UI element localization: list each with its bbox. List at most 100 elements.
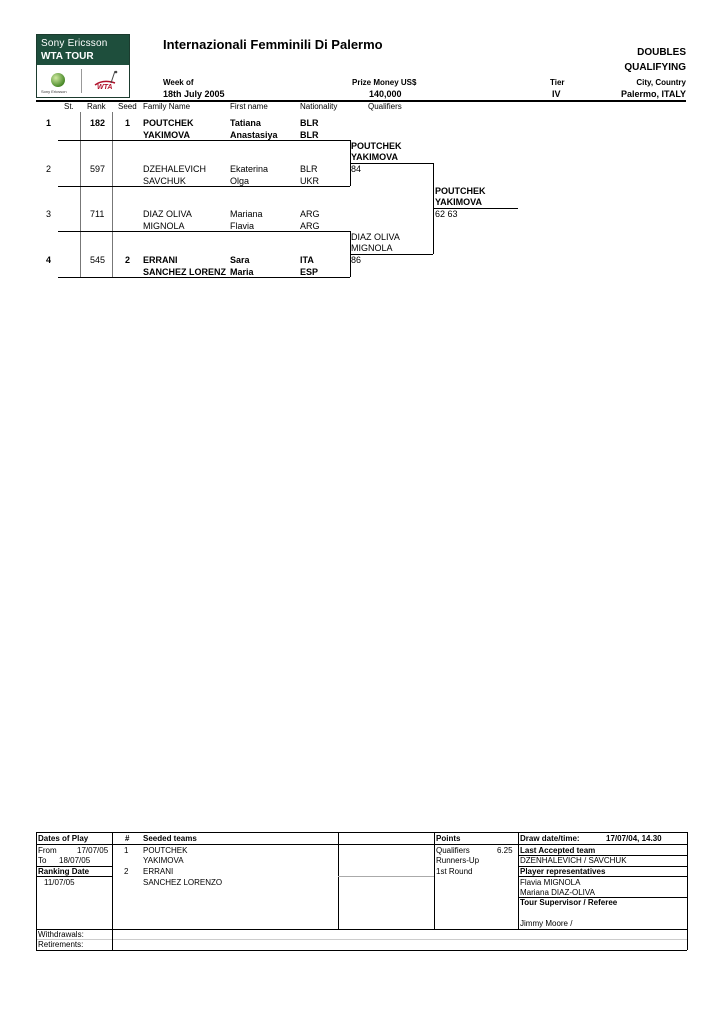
footer-bottom-rule bbox=[36, 950, 687, 951]
header-rule bbox=[36, 100, 686, 102]
entry-1-p1-first: Tatiana bbox=[230, 118, 261, 128]
footer-withdrawals: Withdrawals: bbox=[38, 930, 84, 939]
qualifier-line2: YAKIMOVA bbox=[435, 197, 483, 207]
week-label: Week of bbox=[163, 78, 194, 87]
col-st: St. bbox=[64, 102, 74, 111]
footer-points-qualifiers-value: 6.25 bbox=[497, 846, 513, 855]
entry-2-p2-family: SAVCHUK bbox=[143, 176, 186, 186]
footer-left-edge bbox=[36, 832, 37, 950]
sony-ericsson-icon bbox=[51, 73, 65, 87]
logo-sponsor-small: Sony Ericsson bbox=[41, 89, 67, 94]
logo-line1: Sony Ericsson bbox=[41, 38, 108, 49]
footer-last-accepted-label: Last Accepted team bbox=[520, 846, 596, 855]
qualifier-score: 62 63 bbox=[435, 209, 458, 219]
footer-rule bbox=[338, 876, 434, 877]
entry-4-p1-nat: ITA bbox=[300, 255, 314, 265]
footer-col-divider bbox=[518, 832, 519, 929]
footer-top-rule bbox=[36, 832, 687, 833]
footer-draw-datetime-label: Draw date/time: bbox=[520, 834, 580, 843]
col-rank: Rank bbox=[87, 102, 106, 111]
entry-3-p1-nat: ARG bbox=[300, 209, 320, 219]
footer-seed-2-line2: SANCHEZ LORENZO bbox=[143, 878, 223, 887]
entry-4-p1-family: ERRANI bbox=[143, 255, 178, 265]
footer-rule bbox=[518, 844, 687, 845]
footer-header-rule bbox=[36, 844, 687, 845]
footer-ranking-date: Ranking Date bbox=[38, 867, 90, 876]
tour-logo: Sony Ericsson WTA TOUR Sony Ericsson WTA bbox=[36, 34, 130, 98]
footer-rule bbox=[36, 876, 112, 877]
entry-3-p2-family: MIGNOLA bbox=[143, 221, 185, 231]
footer-seed-1-num: 1 bbox=[124, 846, 129, 855]
footer-seed-2-line1: ERRANI bbox=[143, 867, 174, 876]
entry-3-p2-nat: ARG bbox=[300, 221, 320, 231]
draw-type: QUALIFYING bbox=[624, 62, 686, 73]
footer-ranking-value: 11/07/05 bbox=[44, 878, 75, 887]
event-type: DOUBLES bbox=[637, 47, 686, 58]
footer-last-accepted-value: DZENHALEVICH / SAVCHUK bbox=[520, 856, 627, 865]
entry-4-rank: 545 bbox=[90, 255, 106, 265]
r1-winner-1-score: 84 bbox=[351, 164, 362, 174]
footer-dates-of-play: Dates of Play bbox=[38, 834, 89, 843]
footer-seed-1-line1: POUTCHEK bbox=[143, 846, 188, 855]
footer-col-divider bbox=[338, 832, 339, 929]
footer-retirements: Retirements: bbox=[38, 940, 84, 949]
entry-4-line bbox=[58, 277, 350, 278]
r1-winner-1-line bbox=[350, 163, 433, 164]
tournament-title: Internazionali Femminili Di Palermo bbox=[163, 37, 383, 52]
col-first: First name bbox=[230, 102, 268, 111]
qualifier-line1: POUTCHEK bbox=[435, 186, 486, 196]
logo-divider bbox=[81, 69, 82, 93]
entry-2-p2-nat: UKR bbox=[300, 176, 320, 186]
entry-4-p2-nat: ESP bbox=[300, 267, 319, 277]
entry-1-p2-family: YAKIMOVA bbox=[143, 130, 191, 140]
col-seed: Seed bbox=[118, 102, 137, 111]
grid-col-divider bbox=[80, 112, 81, 278]
footer-player-reps-label: Player representatives bbox=[520, 867, 606, 876]
entry-4-p2-first: Maria bbox=[230, 267, 254, 277]
entry-2-p1-nat: BLR bbox=[300, 164, 318, 174]
footer-rule bbox=[518, 876, 687, 877]
entry-1-seed: 1 bbox=[125, 118, 131, 128]
city-value: Palermo, ITALY bbox=[620, 89, 686, 99]
r1-winner-2-line bbox=[350, 254, 433, 255]
entry-2-p1-first: Ekaterina bbox=[230, 164, 269, 174]
week-value: 18th July 2005 bbox=[163, 89, 225, 99]
entry-2-p2-first: Olga bbox=[230, 176, 250, 186]
entry-1-p2-nat: BLR bbox=[300, 130, 319, 140]
prize-value: 140,000 bbox=[369, 89, 402, 99]
footer-rule bbox=[518, 866, 687, 867]
footer-seed-1-line2: YAKIMOVA bbox=[143, 856, 184, 865]
footer-rule bbox=[518, 855, 687, 856]
entry-3-p1-first: Mariana bbox=[230, 209, 263, 219]
col-qualifiers: Qualifiers bbox=[368, 102, 402, 111]
footer-supervisor-label: Tour Supervisor / Referee bbox=[520, 898, 618, 907]
footer-to-label: To bbox=[38, 856, 47, 865]
footer-points-firstround-label: 1st Round bbox=[436, 867, 473, 876]
city-label: City, Country bbox=[636, 78, 686, 87]
tier-label: Tier bbox=[550, 78, 565, 87]
r1-winner-2-line2: MIGNOLA bbox=[351, 243, 393, 253]
grid-col-divider bbox=[112, 112, 113, 278]
entry-3-p2-first: Flavia bbox=[230, 221, 255, 231]
entry-4-p1-first: Sara bbox=[230, 255, 250, 265]
entry-1-p2-first: Anastasiya bbox=[230, 130, 278, 140]
entry-1-line bbox=[58, 140, 350, 141]
footer-supervisor-value: Jimmy Moore / bbox=[520, 919, 573, 928]
entry-1-st: 1 bbox=[46, 118, 52, 128]
entry-3-rank: 711 bbox=[90, 209, 105, 219]
tier-value: IV bbox=[552, 89, 561, 99]
r1-winner-2-score: 86 bbox=[351, 255, 362, 265]
qualifier-line bbox=[433, 208, 518, 209]
entry-3-p1-family: DIAZ OLIVA bbox=[143, 209, 192, 219]
col-nationality: Nationality bbox=[300, 102, 338, 111]
entry-4-p2-family: SANCHEZ LORENZ bbox=[143, 267, 226, 277]
wta-icon: WTA bbox=[94, 70, 118, 91]
entry-1-rank: 182 bbox=[90, 118, 106, 128]
footer-mid-rule bbox=[36, 929, 687, 930]
footer-points: Points bbox=[436, 834, 461, 843]
entry-2-st: 2 bbox=[46, 164, 52, 174]
entry-2-p1-family: DZEHALEVICH bbox=[143, 164, 207, 174]
footer-points-qualifiers-label: Qualifiers bbox=[436, 846, 470, 855]
footer-player-rep-2: Mariana DIAZ-OLIVA bbox=[520, 888, 595, 897]
footer-light-rule bbox=[36, 939, 687, 940]
